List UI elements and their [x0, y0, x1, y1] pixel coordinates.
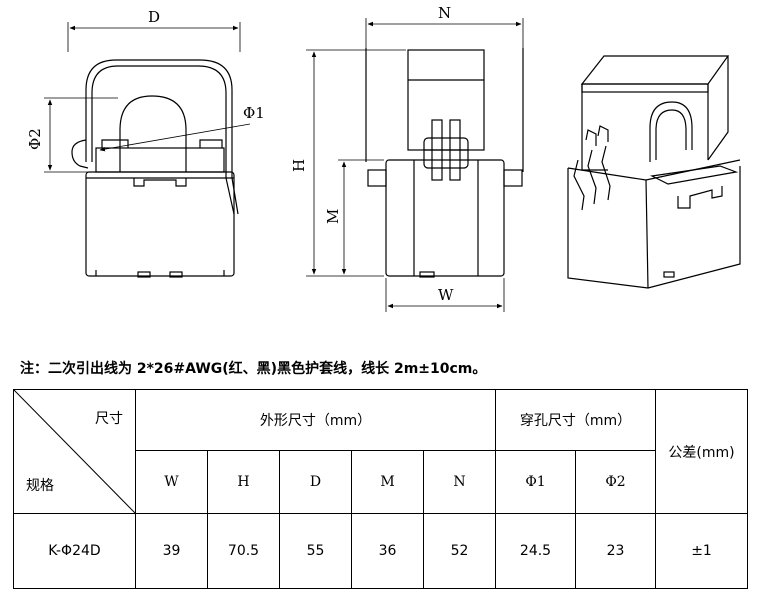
dim-label-n: N [438, 4, 451, 22]
group-header-hole: 穿孔尺寸（mm） [495, 389, 657, 451]
corner-label-model: 规格 [26, 478, 54, 494]
value-cell-n: 52 [422, 513, 497, 589]
col-header-d: D [279, 450, 352, 514]
corner-diagonal [14, 390, 136, 514]
model-cell: K-Φ24D [13, 513, 136, 589]
corner-header-cell: 尺寸 规格 [13, 389, 136, 514]
dim-label-h: H [290, 159, 308, 172]
col-header-h: H [207, 450, 280, 514]
isometric-view [567, 55, 741, 289]
col-header-w: W [135, 450, 208, 514]
dim-label-d: D [148, 8, 160, 26]
spec-table: 尺寸 规格 外形尺寸（mm） 穿孔尺寸（mm） 公差(mm) W H D M N… [13, 389, 749, 589]
side-view [306, 18, 524, 312]
col-header-phi1: Φ1 [495, 450, 577, 514]
group-header-outer: 外形尺寸（mm） [134, 389, 497, 451]
value-cell-w: 39 [135, 513, 208, 589]
dim-label-phi2: Φ2 [26, 128, 44, 150]
value-cell-phi1: 24.5 [495, 513, 577, 589]
col-header-n: N [422, 450, 497, 514]
dim-label-phi1: Φ1 [243, 104, 265, 122]
dim-label-w: W [438, 286, 454, 304]
table-row: K-Φ24D 39 70.5 55 36 52 24.5 23 ±1 [13, 513, 749, 589]
tolerance-header: 公差(mm) [655, 389, 749, 514]
corner-label-size: 尺寸 [95, 411, 123, 427]
value-cell-d: 55 [279, 513, 352, 589]
value-cell-h: 70.5 [207, 513, 280, 589]
col-header-phi2: Φ2 [575, 450, 657, 514]
value-cell-m: 36 [351, 513, 424, 589]
col-header-m: M [351, 450, 424, 514]
value-cell-phi2: 23 [575, 513, 657, 589]
tolerance-cell: ±1 [655, 513, 749, 589]
technical-drawings: D Φ1 Φ2 N H M [26, 4, 741, 312]
front-view [44, 22, 251, 278]
dim-label-m: M [324, 209, 342, 224]
wire-note: 注：二次引出线为 2*26#AWG(红、黑)黑色护套线，线长 2m±10cm。 [20, 361, 487, 377]
